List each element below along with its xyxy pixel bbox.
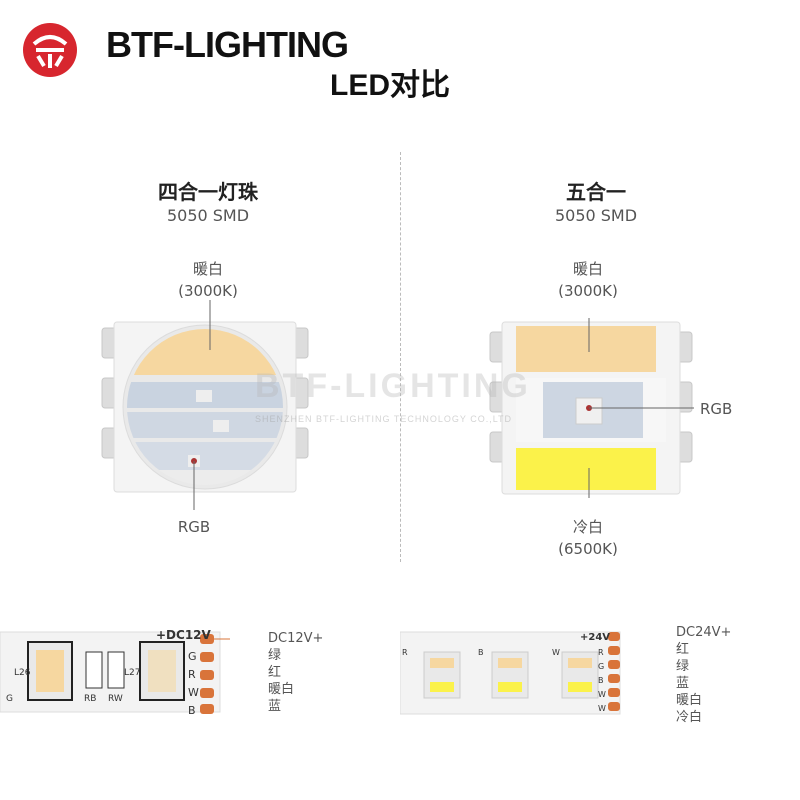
right-power-marker: +24V: [580, 632, 611, 643]
right-cool-label: 冷白 (6500K): [528, 516, 648, 560]
five-in-one-led-chip: [489, 318, 694, 498]
left-legend-red: 红: [268, 665, 282, 680]
right-seg-r: R: [402, 648, 408, 657]
left-seg-l26: L26: [14, 668, 31, 678]
left-led-strip: [0, 631, 230, 714]
right-subtitle: 5050 SMD: [554, 206, 638, 225]
left-pad-r: R: [188, 668, 196, 681]
watermark-sub: SHENZHEN BTF-LIGHTING TECHNOLOGY CO.,LTD: [255, 414, 513, 424]
page-subtitle: LED对比: [330, 69, 450, 102]
right-legend-warm: 暖白: [676, 693, 703, 708]
left-rgb-label: RGB: [177, 518, 211, 536]
right-pad-w2: W: [598, 704, 606, 713]
right-warm-label: 暖白 (3000K): [528, 258, 648, 302]
left-legend-green: 绿: [268, 648, 282, 663]
left-pad-letters: G R W B: [188, 648, 199, 720]
left-seg-l27: L27: [124, 668, 141, 678]
left-legend-dc12v: DC12V+: [268, 631, 324, 646]
left-strip-legend: DC12V+ 绿 红 暖白 蓝: [268, 630, 323, 715]
left-seg-rw: RW: [108, 694, 123, 704]
right-title: 五合一: [566, 180, 626, 204]
watermark: BTF-LIGHTING: [255, 367, 531, 405]
left-pad-g: G: [188, 650, 197, 663]
left-warm-label-temp: (3000K): [178, 282, 238, 300]
right-pad-b: B: [598, 676, 604, 685]
right-cool-label-temp: (6500K): [558, 540, 618, 558]
left-seg-rb: RB: [84, 694, 97, 704]
left-power-marker: +DC12V: [156, 628, 211, 642]
left-pad-w: W: [188, 686, 199, 699]
left-seg-g: G: [6, 694, 13, 704]
right-legend-dc24v: DC24V+: [676, 625, 732, 640]
left-warm-label: 暖白 (3000K): [148, 258, 268, 302]
left-legend-blue: 蓝: [268, 699, 282, 714]
right-legend-blue: 蓝: [676, 676, 690, 691]
right-strip-legend: DC24V+ 红 绿 蓝 暖白 冷白: [676, 624, 731, 726]
right-warm-label-temp: (3000K): [558, 282, 618, 300]
right-pad-g: G: [598, 662, 605, 671]
btf-logo-icon: [23, 23, 77, 77]
right-seg-w: W: [552, 648, 560, 657]
right-legend-green: 绿: [676, 659, 690, 674]
right-pad-letters: R G B W W: [598, 646, 606, 716]
right-pad-w1: W: [598, 690, 606, 699]
four-in-one-led-chip: [101, 300, 309, 510]
brand-name: BTF-LIGHTING: [106, 24, 349, 65]
right-rgb-label: RGB: [700, 400, 733, 418]
left-title: 四合一灯珠: [158, 180, 258, 204]
right-cool-label-text: 冷白: [572, 518, 603, 536]
right-legend-red: 红: [676, 642, 690, 657]
left-subtitle: 5050 SMD: [166, 206, 250, 225]
right-warm-label-text: 暖白: [572, 260, 603, 278]
right-seg-b: B: [478, 648, 484, 657]
right-led-strip: [400, 631, 621, 715]
left-warm-label-text: 暖白: [192, 260, 223, 278]
left-legend-warm: 暖白: [268, 682, 295, 697]
right-legend-cool: 冷白: [676, 710, 703, 725]
column-divider: [400, 152, 401, 562]
right-pad-r: R: [598, 648, 604, 657]
left-pad-b: B: [188, 704, 196, 717]
